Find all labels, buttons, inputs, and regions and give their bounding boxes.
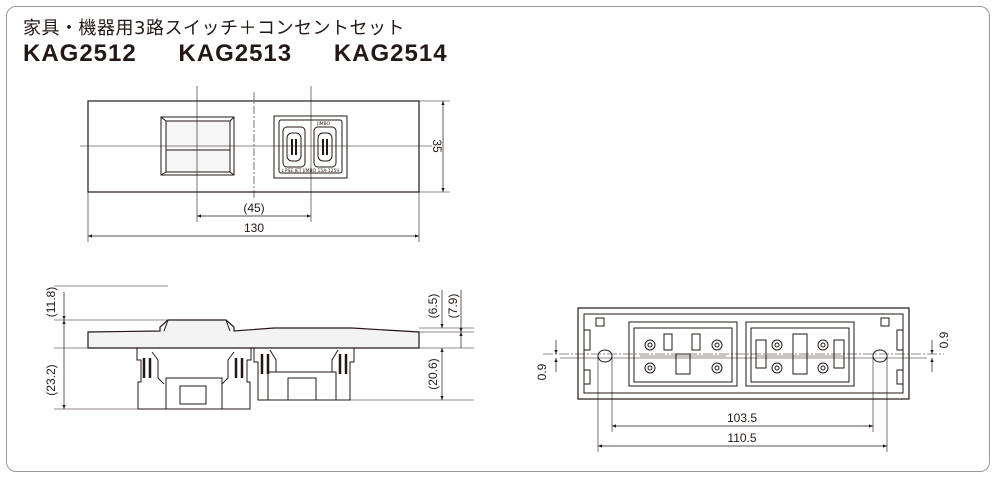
- outlet-brand: JIMBO: [316, 121, 331, 127]
- dim-pitch-label: (45): [243, 201, 264, 215]
- model-number: KAG2512: [23, 40, 137, 67]
- dim-offset-right-label: 0.9: [937, 331, 951, 348]
- face-plate: [87, 100, 420, 193]
- switch-body: [136, 348, 252, 410]
- dim-top-label: (11.8): [44, 287, 58, 317]
- front-view: [80, 86, 450, 242]
- dim-plate-label: (6.5): [426, 294, 440, 319]
- dim-depth-label: (20.6): [426, 358, 440, 389]
- model-number: KAG2514: [333, 40, 448, 67]
- dim-outer-label: 110.5: [727, 431, 756, 445]
- dim-width-label: 130: [244, 221, 264, 235]
- dim-plate-total-label: (7.9): [446, 294, 460, 319]
- model-numbers: KAG2512 KAG2513 KAG2514: [23, 40, 482, 68]
- dim-height-label: 35: [430, 139, 444, 153]
- outlet-body: [253, 348, 355, 401]
- figure-frame: [6, 6, 990, 472]
- side-view: [54, 285, 474, 410]
- model-number: KAG2513: [178, 40, 293, 67]
- back-plate: [577, 307, 910, 400]
- outlet-module: [273, 115, 348, 179]
- product-subtitle: 家具・機器用3路スイッチ＋コンセントセット: [23, 18, 405, 39]
- dim-total-label: (23.2): [44, 364, 58, 395]
- dim-offset-left-label: 0.9: [535, 363, 549, 380]
- back-view: [543, 307, 944, 452]
- outlet-rating: ↓PSE JET JIMBO 15A-125V: [281, 168, 340, 174]
- dim-inner-label: 103.5: [727, 411, 757, 425]
- side-plate: [87, 319, 420, 349]
